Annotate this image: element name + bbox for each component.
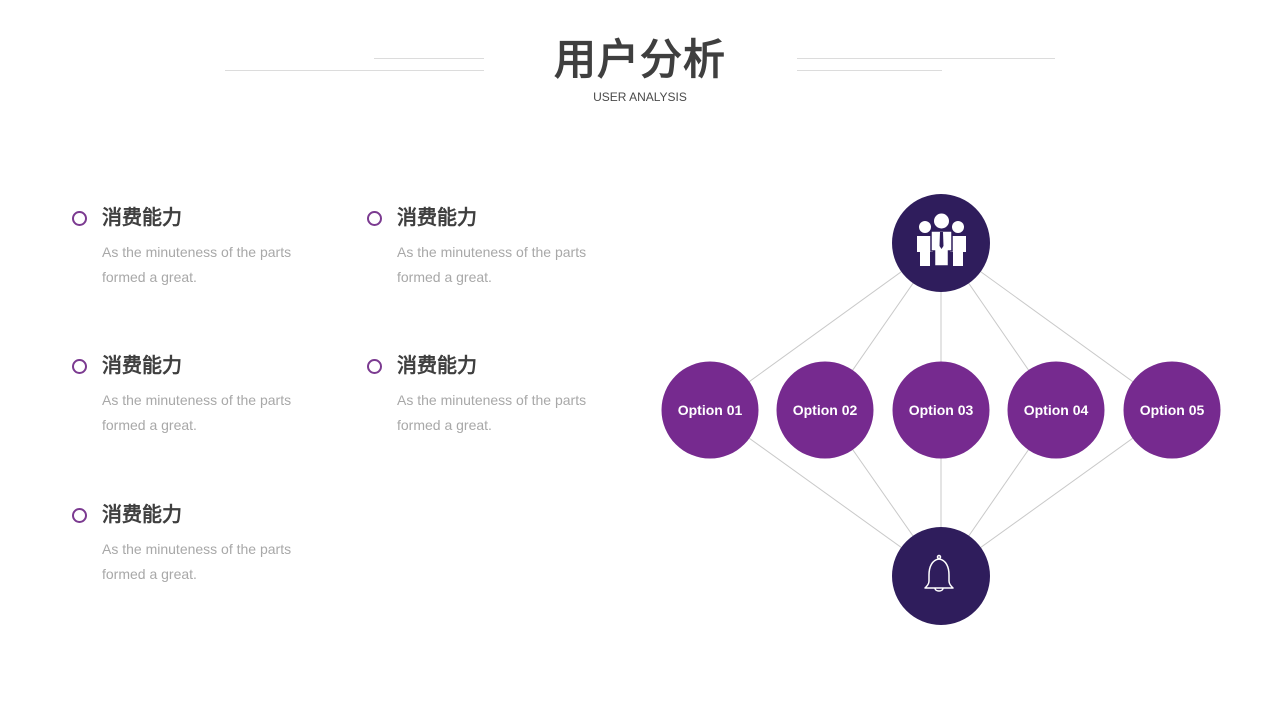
header-line-right-short (797, 70, 942, 71)
bottom-hub-node (892, 527, 990, 625)
bullet-circle-icon (72, 359, 87, 374)
feature-title: 消费能力 (102, 353, 182, 377)
feature-description: As the minuteness of the parts formed a … (102, 244, 292, 285)
feature-title: 消费能力 (397, 353, 477, 377)
top-hub-node (892, 194, 990, 292)
bullet-circle-icon (72, 211, 87, 226)
option-label: Option 01 (678, 402, 743, 418)
option-label: Option 04 (1024, 402, 1089, 418)
bell-icon (924, 554, 954, 592)
feature-description: As the minuteness of the parts formed a … (102, 541, 292, 582)
option-node-3: Option 03 (892, 361, 990, 459)
header-line-left-long (225, 70, 484, 71)
bullet-circle-icon (367, 359, 382, 374)
bullet-circle-icon (72, 508, 87, 523)
option-node-2: Option 02 (776, 361, 874, 459)
slide-header: 用户分析 USER ANALYSIS (0, 0, 1280, 120)
feature-description: As the minuteness of the parts formed a … (102, 392, 292, 433)
option-node-5: Option 05 (1123, 361, 1221, 459)
feature-title: 消费能力 (102, 205, 182, 229)
network-diagram: Option 01 Option 02 Option 03 Option 04 … (661, 194, 1221, 625)
option-label: Option 03 (909, 402, 974, 418)
feature-description: As the minuteness of the parts formed a … (397, 244, 587, 285)
option-node-4: Option 04 (1007, 361, 1105, 459)
option-label: Option 05 (1140, 402, 1205, 418)
header-line-right-long (797, 58, 1055, 59)
page-subtitle: USER ANALYSIS (593, 90, 687, 104)
bullet-circle-icon (367, 211, 382, 226)
option-node-1: Option 01 (661, 361, 759, 459)
feature-title: 消费能力 (102, 502, 182, 526)
option-label: Option 02 (793, 402, 858, 418)
people-group-icon (917, 213, 966, 267)
feature-description: As the minuteness of the parts formed a … (397, 392, 587, 433)
feature-title: 消费能力 (397, 205, 477, 229)
page-title: 用户分析 (553, 35, 726, 84)
header-line-left-short (374, 58, 484, 59)
